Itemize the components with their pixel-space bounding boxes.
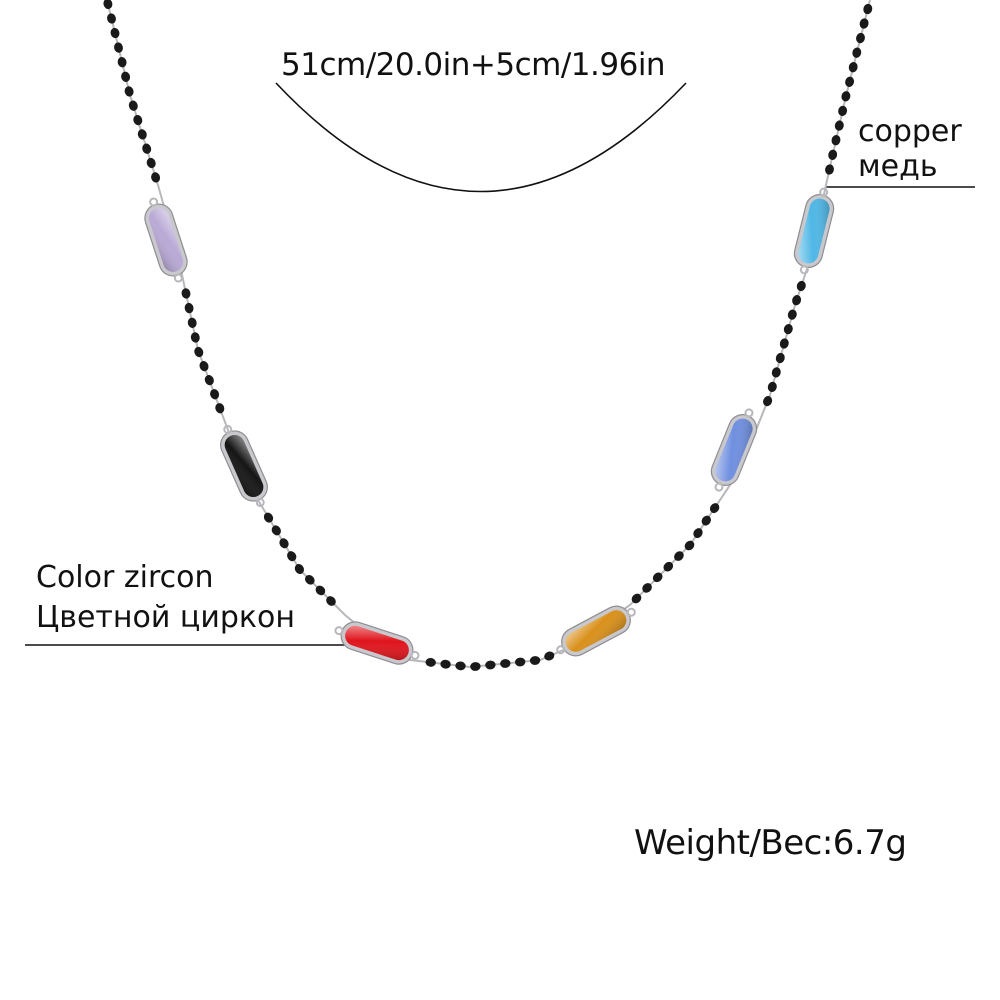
black-bead [787,309,797,320]
black-bead [263,512,274,523]
stone-label-ru: Цветной циркон [36,600,295,635]
black-bead [187,317,197,328]
black-bead [425,657,436,667]
black-bead [137,129,147,140]
black-bead [204,374,214,386]
black-bead [121,71,131,82]
black-bead [181,288,191,299]
lavender-zircon [144,197,188,283]
black-bead [440,659,451,669]
black-bead [326,596,336,606]
black-bead [848,62,858,73]
black-bead [315,585,326,596]
black-bead [190,332,200,343]
black-bead [151,172,161,183]
black-bead [663,561,674,572]
black-bead [701,515,711,526]
black-bead [684,540,695,551]
black-bead [763,396,773,407]
black-bead [856,32,865,44]
black-bead [133,114,143,126]
black-bead [287,551,297,562]
black-bead [515,657,526,667]
black-bead [859,18,869,29]
black-bead [852,47,862,58]
black-bead [652,572,663,583]
black-bead [838,105,848,117]
black-bead [709,503,720,514]
stone-label-en: Color zircon [36,560,214,595]
black-bead [841,91,851,102]
weight-label: Weight/Вес:6.7g [634,823,907,863]
black-bead [834,120,844,131]
black-bead [767,381,777,393]
black-bead [142,143,152,154]
black-bead [828,149,838,160]
black-bead [825,164,834,175]
black-bead [674,551,684,561]
black-bead [194,346,204,358]
amber-zircon [556,605,636,657]
black-bead [500,659,511,668]
zircon-stones [144,187,835,665]
black-bead [117,57,127,68]
black-bead [796,280,806,292]
black-bead [485,660,496,670]
aqua-zircon [793,187,835,275]
black-bead [831,135,841,146]
black-bead [455,661,466,671]
black-bead [779,338,789,349]
black-bead [775,352,785,364]
material-label-en: copper [858,114,962,149]
black-bead [110,27,120,39]
black-bead [470,662,481,671]
black-bead [114,42,123,53]
black-bead [271,525,281,536]
black-bead [783,323,793,335]
black-bead [184,302,194,314]
black-bead [631,593,642,604]
black-bead [103,0,113,10]
black-bead [128,100,138,111]
material-label-ru: медь [858,149,938,184]
black-bead [544,651,555,661]
black-bead [107,13,116,24]
black-bead [529,656,541,665]
length-arc [275,82,687,193]
blue-zircon [710,408,758,492]
black-bead [294,563,305,575]
black-bead [771,367,781,378]
red-zircon [334,621,420,665]
black-zircon [220,424,268,508]
bead-chain [103,0,873,671]
length-label: 51cm/20.0in+5cm/1.96in [281,47,666,83]
black-bead [792,295,802,306]
black-bead [146,157,156,169]
black-bead [845,76,855,87]
black-bead [693,528,703,539]
chain-wire [106,0,871,669]
black-bead [642,583,652,593]
black-bead [210,389,220,400]
black-bead [215,403,225,414]
black-bead [199,360,209,372]
black-bead [304,574,315,585]
black-bead [279,538,289,549]
black-bead [124,86,134,97]
black-bead [863,3,873,15]
